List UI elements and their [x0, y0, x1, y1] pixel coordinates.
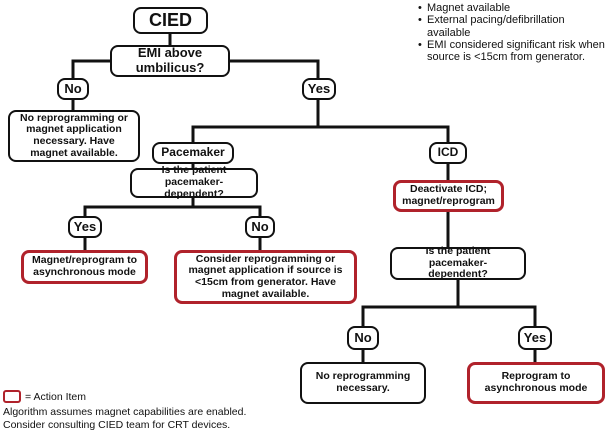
notes-list: Magnet available External pacing/defibri…	[418, 2, 609, 64]
deactivate-icd-label: Deactivate ICD; magnet/reprogram	[402, 183, 495, 207]
no-reprogramming-node: No reprogramming necessary.	[300, 362, 426, 404]
yes-node-3: Yes	[518, 326, 552, 350]
emi-question-label: EMI above umbilicus?	[135, 45, 205, 75]
no-reprogramming-magnet-node: No reprogramming or magnet application n…	[8, 110, 140, 162]
no-node-3: No	[347, 326, 379, 350]
no-node-2: No	[245, 216, 275, 238]
pm-dependent-question-2-label: Is the patient pacemaker-dependent?	[425, 244, 491, 281]
note-item: EMI considered significant risk when sou…	[418, 39, 609, 64]
note-item: Magnet available	[418, 2, 609, 15]
icd-node: ICD	[429, 142, 467, 164]
yes-label-2: Yes	[73, 218, 97, 234]
legend: = Action Item	[3, 390, 86, 403]
pm-dependent-question-1-label: Is the patient pacemaker-dependent?	[161, 164, 227, 200]
pm-dependent-question-1: Is the patient pacemaker-dependent?	[130, 164, 258, 200]
footnote: Algorithm assumes magnet capabilities ar…	[3, 406, 247, 418]
footnotes: Algorithm assumes magnet capabilities ar…	[3, 406, 246, 431]
deactivate-icd-node: Deactivate ICD; magnet/reprogram	[393, 180, 504, 212]
action-item-swatch	[3, 390, 21, 403]
no-label-1: No	[64, 80, 82, 96]
magnet-reprogram-async-label: Magnet/reprogram to asynchronous mode	[31, 254, 137, 278]
pm-dependent-question-2: Is the patient pacemaker-dependent?	[390, 244, 526, 281]
emi-question-node: EMI above umbilicus?	[110, 45, 230, 77]
legend-label: = Action Item	[25, 390, 86, 403]
no-reprogramming-label: No reprogramming necessary.	[315, 370, 411, 394]
pacemaker-node: Pacemaker	[152, 142, 234, 164]
footnote: Consider consulting CIED team for CRT de…	[3, 418, 231, 431]
no-label-3: No	[354, 329, 372, 345]
yes-node-2: Yes	[68, 216, 102, 238]
cied-label: CIED	[148, 10, 192, 31]
note-item: External pacing/defibrillation available	[418, 14, 609, 39]
yes-node-1: Yes	[302, 78, 336, 100]
yes-label-3: Yes	[523, 329, 547, 345]
no-reprogramming-magnet-label: No reprogramming or magnet application n…	[20, 111, 128, 159]
reprogram-async-node: Reprogram to asynchronous mode	[467, 362, 605, 404]
consider-reprogramming-label: Consider reprogramming or magnet applica…	[188, 252, 343, 300]
no-node-1: No	[57, 78, 89, 100]
icd-label: ICD	[437, 145, 459, 160]
magnet-reprogram-async-node: Magnet/reprogram to asynchronous mode	[21, 250, 148, 284]
pacemaker-label: Pacemaker	[161, 145, 225, 160]
no-label-2: No	[251, 218, 269, 234]
consider-reprogramming-node: Consider reprogramming or magnet applica…	[174, 250, 357, 304]
yes-label-1: Yes	[307, 80, 331, 96]
cied-node: CIED	[133, 7, 208, 34]
reprogram-async-label: Reprogram to asynchronous mode	[484, 370, 588, 394]
